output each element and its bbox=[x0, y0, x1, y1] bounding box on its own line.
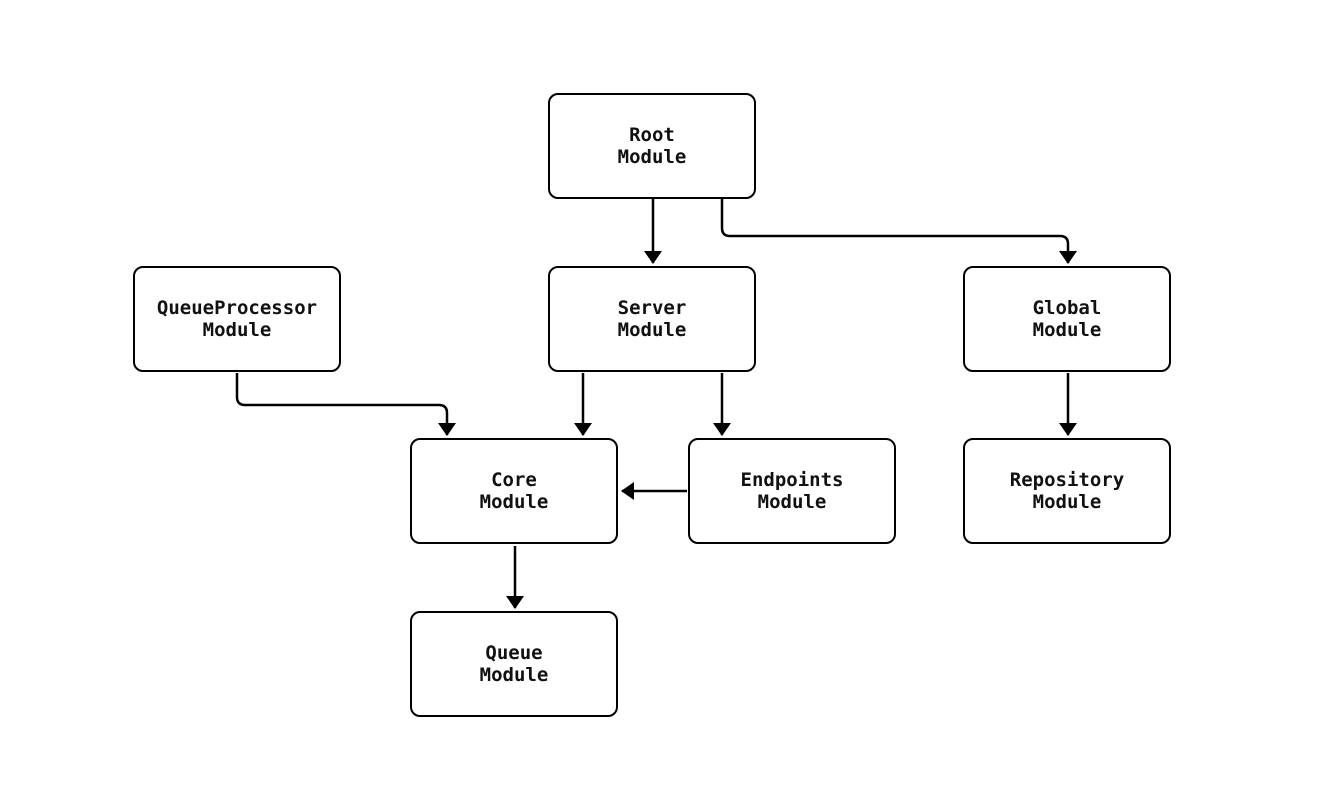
node-queueprocessor-module[interactable]: QueueProcessor Module bbox=[133, 266, 341, 372]
node-endpoints-module[interactable]: Endpoints Module bbox=[688, 438, 896, 544]
node-root-module[interactable]: Root Module bbox=[548, 93, 756, 199]
edge-queueprocessor-to-core bbox=[235, 373, 456, 436]
node-queue-module[interactable]: Queue Module bbox=[410, 611, 618, 717]
edge-root-to-global bbox=[720, 199, 1077, 264]
node-global-module[interactable]: Global Module bbox=[963, 266, 1171, 372]
node-repository-module[interactable]: Repository Module bbox=[963, 438, 1171, 544]
node-server-module[interactable]: Server Module bbox=[548, 266, 756, 372]
node-core-module[interactable]: Core Module bbox=[410, 438, 618, 544]
